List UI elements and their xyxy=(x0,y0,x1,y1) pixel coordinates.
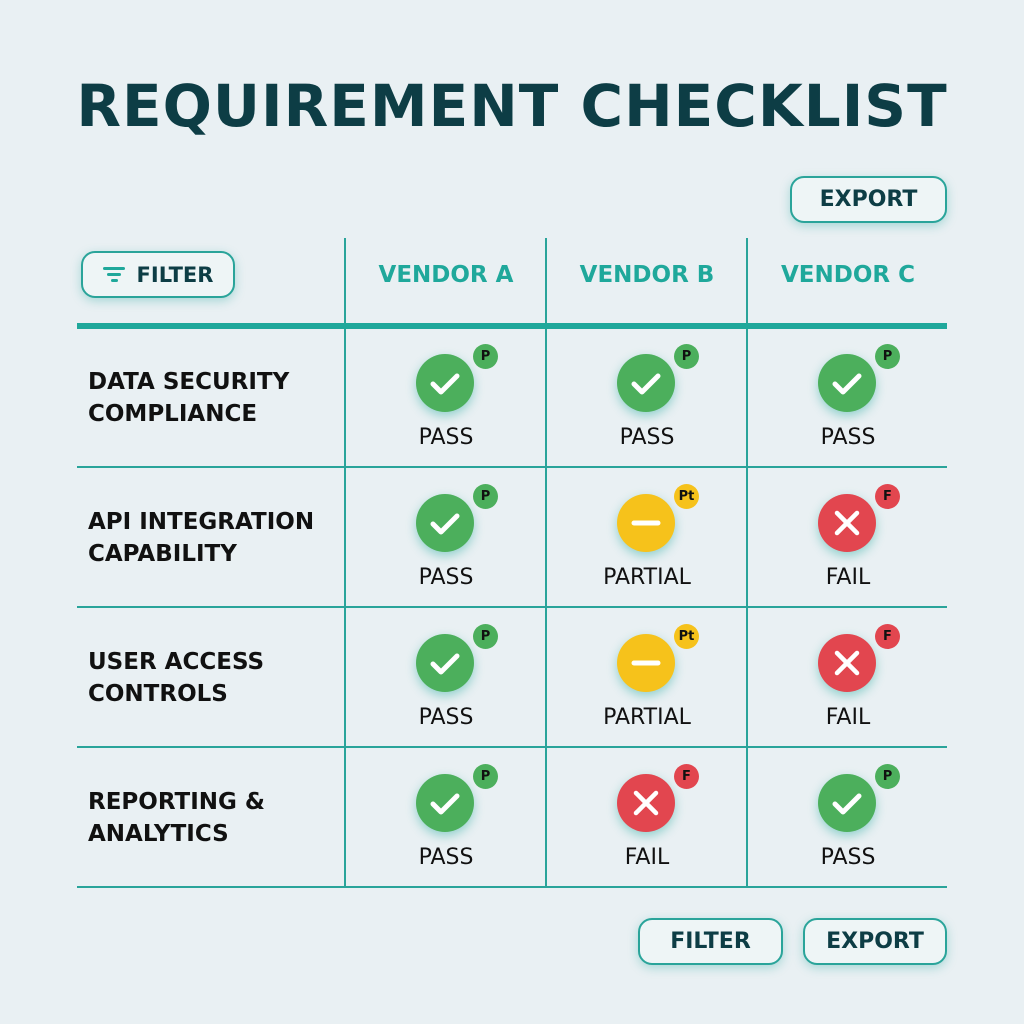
row-divider xyxy=(77,606,947,608)
status-badge: P xyxy=(674,344,699,369)
minus-icon xyxy=(617,634,675,692)
status-cell-pass: P PASS xyxy=(547,329,747,467)
status-label: PASS xyxy=(619,425,675,450)
requirement-line: USER ACCESS xyxy=(88,649,265,675)
x-icon xyxy=(818,634,876,692)
header-divider xyxy=(77,323,947,329)
status-badge: Pt xyxy=(674,624,699,649)
filter-label: FILTER xyxy=(136,262,214,287)
status-badge: Pt xyxy=(674,484,699,509)
status-label: FAIL xyxy=(825,705,871,730)
status-badge: P xyxy=(473,484,498,509)
check-icon xyxy=(416,634,474,692)
requirement-line: CONTROLS xyxy=(88,681,228,707)
status-label: PASS xyxy=(820,845,876,870)
check-icon xyxy=(416,494,474,552)
export-label: EXPORT xyxy=(826,929,924,954)
status-cell-fail: F FAIL xyxy=(748,469,948,607)
status-cell-pass: P PASS xyxy=(346,469,546,607)
export-button[interactable]: EXPORT xyxy=(790,176,947,223)
status-badge: F xyxy=(875,624,900,649)
check-icon xyxy=(617,354,675,412)
requirement-line: DATA SECURITY xyxy=(88,369,290,395)
requirement-line: CAPABILITY xyxy=(88,541,237,567)
status-label: PARTIAL xyxy=(603,705,691,730)
requirement-label: REPORTING & ANALYTICS xyxy=(88,786,338,850)
column-divider xyxy=(746,238,748,888)
column-divider xyxy=(344,238,346,888)
status-label: FAIL xyxy=(624,845,670,870)
status-label: PASS xyxy=(418,705,474,730)
filter-button[interactable]: FILTER xyxy=(81,251,235,298)
requirement-line: ANALYTICS xyxy=(88,821,229,847)
status-cell-pass: P PASS xyxy=(346,329,546,467)
status-label: PASS xyxy=(418,845,474,870)
filter-icon xyxy=(102,266,125,283)
vendor-a-header: VENDOR A xyxy=(378,262,514,288)
x-icon xyxy=(818,494,876,552)
status-badge: P xyxy=(875,344,900,369)
status-badge: P xyxy=(473,764,498,789)
vendor-c-header: VENDOR C xyxy=(780,262,915,288)
status-cell-pass: P PASS xyxy=(346,749,546,887)
check-icon xyxy=(818,354,876,412)
page-title: REQUIREMENT CHECKLIST xyxy=(76,72,948,140)
x-icon xyxy=(617,774,675,832)
requirement-label: USER ACCESS CONTROLS xyxy=(88,646,338,710)
status-badge: F xyxy=(674,764,699,789)
status-cell-fail: F FAIL xyxy=(748,609,948,747)
status-cell-pass: P PASS xyxy=(748,749,948,887)
status-label: PARTIAL xyxy=(603,565,691,590)
row-divider xyxy=(77,466,947,468)
status-cell-fail: F FAIL xyxy=(547,749,747,887)
requirement-label: API INTEGRATION CAPABILITY xyxy=(88,506,338,570)
filter-label: FILTER xyxy=(670,929,751,954)
requirement-label: DATA SECURITY COMPLIANCE xyxy=(88,366,338,430)
status-badge: P xyxy=(473,344,498,369)
status-label: PASS xyxy=(820,425,876,450)
export-button-bottom[interactable]: EXPORT xyxy=(803,918,947,965)
check-icon xyxy=(818,774,876,832)
row-divider xyxy=(77,886,947,888)
requirement-line: REPORTING & xyxy=(88,789,265,815)
requirement-line: COMPLIANCE xyxy=(88,401,258,427)
vendor-b-header: VENDOR B xyxy=(579,262,715,288)
column-divider xyxy=(545,238,547,888)
status-label: PASS xyxy=(418,425,474,450)
row-divider xyxy=(77,746,947,748)
status-cell-pass: P PASS xyxy=(748,329,948,467)
status-badge: P xyxy=(473,624,498,649)
check-icon xyxy=(416,354,474,412)
status-label: FAIL xyxy=(825,565,871,590)
export-label: EXPORT xyxy=(819,187,918,212)
requirement-line: API INTEGRATION xyxy=(88,509,315,535)
check-icon xyxy=(416,774,474,832)
status-badge: F xyxy=(875,484,900,509)
filter-button-bottom[interactable]: FILTER xyxy=(638,918,783,965)
status-cell-pass: P PASS xyxy=(346,609,546,747)
status-badge: P xyxy=(875,764,900,789)
status-label: PASS xyxy=(418,565,474,590)
minus-icon xyxy=(617,494,675,552)
